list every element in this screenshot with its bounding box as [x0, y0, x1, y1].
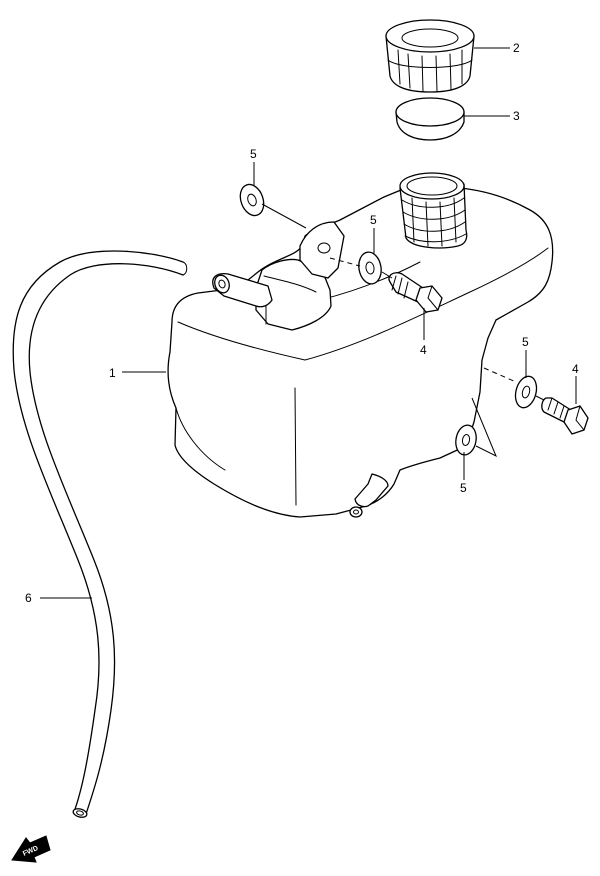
- assembly-line-bolt-right: [535, 395, 545, 401]
- assembly-line-washer-right: [483, 367, 517, 383]
- callout-washer-lower: 5: [460, 481, 467, 495]
- cap-gasket: [395, 97, 465, 141]
- bolt-right: [541, 397, 589, 435]
- overflow-hose: [12, 250, 188, 818]
- callout-bolt-upper: 4: [420, 343, 427, 357]
- callout-hose: 6: [25, 591, 32, 605]
- assembly-line-washer-mid: [381, 271, 393, 279]
- reservoir-tank: [167, 172, 554, 518]
- assembly-line-washer-top: [261, 203, 307, 229]
- callout-cap: 2: [513, 41, 520, 55]
- callout-tank: 1: [109, 366, 116, 380]
- assembly-line-washer-lower: [471, 397, 497, 458]
- washer-lower: [455, 424, 477, 456]
- callout-washer-top: 5: [250, 147, 257, 161]
- washer-right: [514, 375, 538, 409]
- callout-washer-right: 5: [522, 335, 529, 349]
- callout-washer-mid: 5: [370, 213, 377, 227]
- bolt-upper: [388, 272, 443, 313]
- tank-cap: [385, 19, 475, 93]
- callout-bolt-right: 4: [572, 362, 579, 376]
- callout-gasket: 3: [513, 109, 520, 123]
- washer-top: [239, 183, 265, 217]
- filler-neck: [399, 172, 468, 249]
- leader-lines: [40, 47, 577, 599]
- fwd-arrow-badge: FWD: [11, 835, 51, 863]
- washer-mid: [358, 251, 382, 285]
